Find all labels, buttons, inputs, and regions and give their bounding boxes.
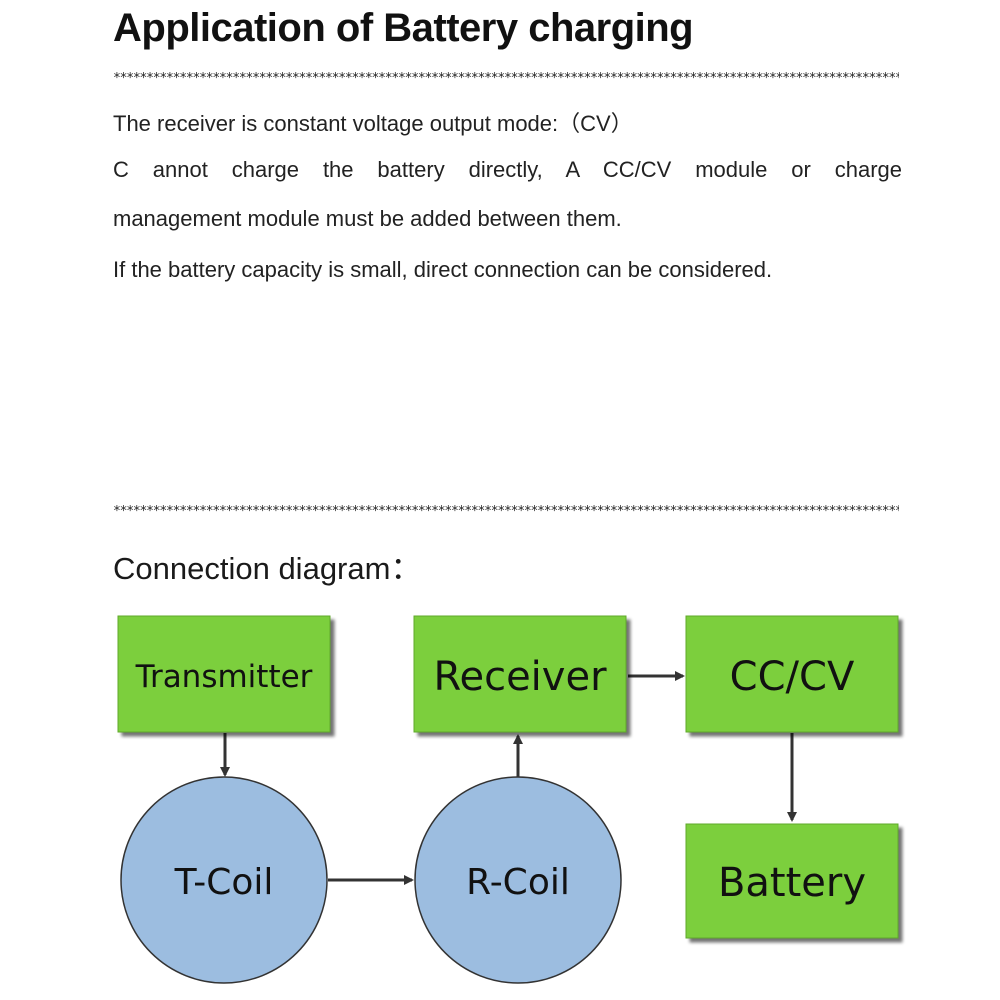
divider-top: ****************************************… <box>113 72 899 84</box>
page-title: Application of Battery charging <box>113 6 694 50</box>
body-line-3: management module must be added between … <box>113 206 622 231</box>
body-line-4: If the battery capacity is small, direct… <box>113 257 773 282</box>
node-tcoil <box>120 776 328 984</box>
body-line-2: C annot charge the battery directly, A C… <box>113 157 902 182</box>
node-battery <box>685 823 899 939</box>
node-transmitter-label: Transmitter <box>135 659 313 695</box>
node-battery-label: Battery <box>718 860 866 906</box>
divider-bottom: ****************************************… <box>113 505 899 517</box>
node-rcoil <box>414 776 622 984</box>
node-receiver <box>413 615 627 733</box>
node-cccv <box>685 615 899 733</box>
node-cccv-label: CC/CV <box>730 654 855 700</box>
diagram-edges <box>220 671 797 885</box>
node-receiver-label: Receiver <box>433 654 607 700</box>
node-tcoil-label: T-Coil <box>174 862 274 903</box>
body-line-1: The receiver is constant voltage output … <box>113 111 633 136</box>
node-rcoil-label: R-Coil <box>466 862 570 903</box>
node-transmitter <box>117 615 331 733</box>
section-title: Connection diagram： <box>113 551 422 586</box>
